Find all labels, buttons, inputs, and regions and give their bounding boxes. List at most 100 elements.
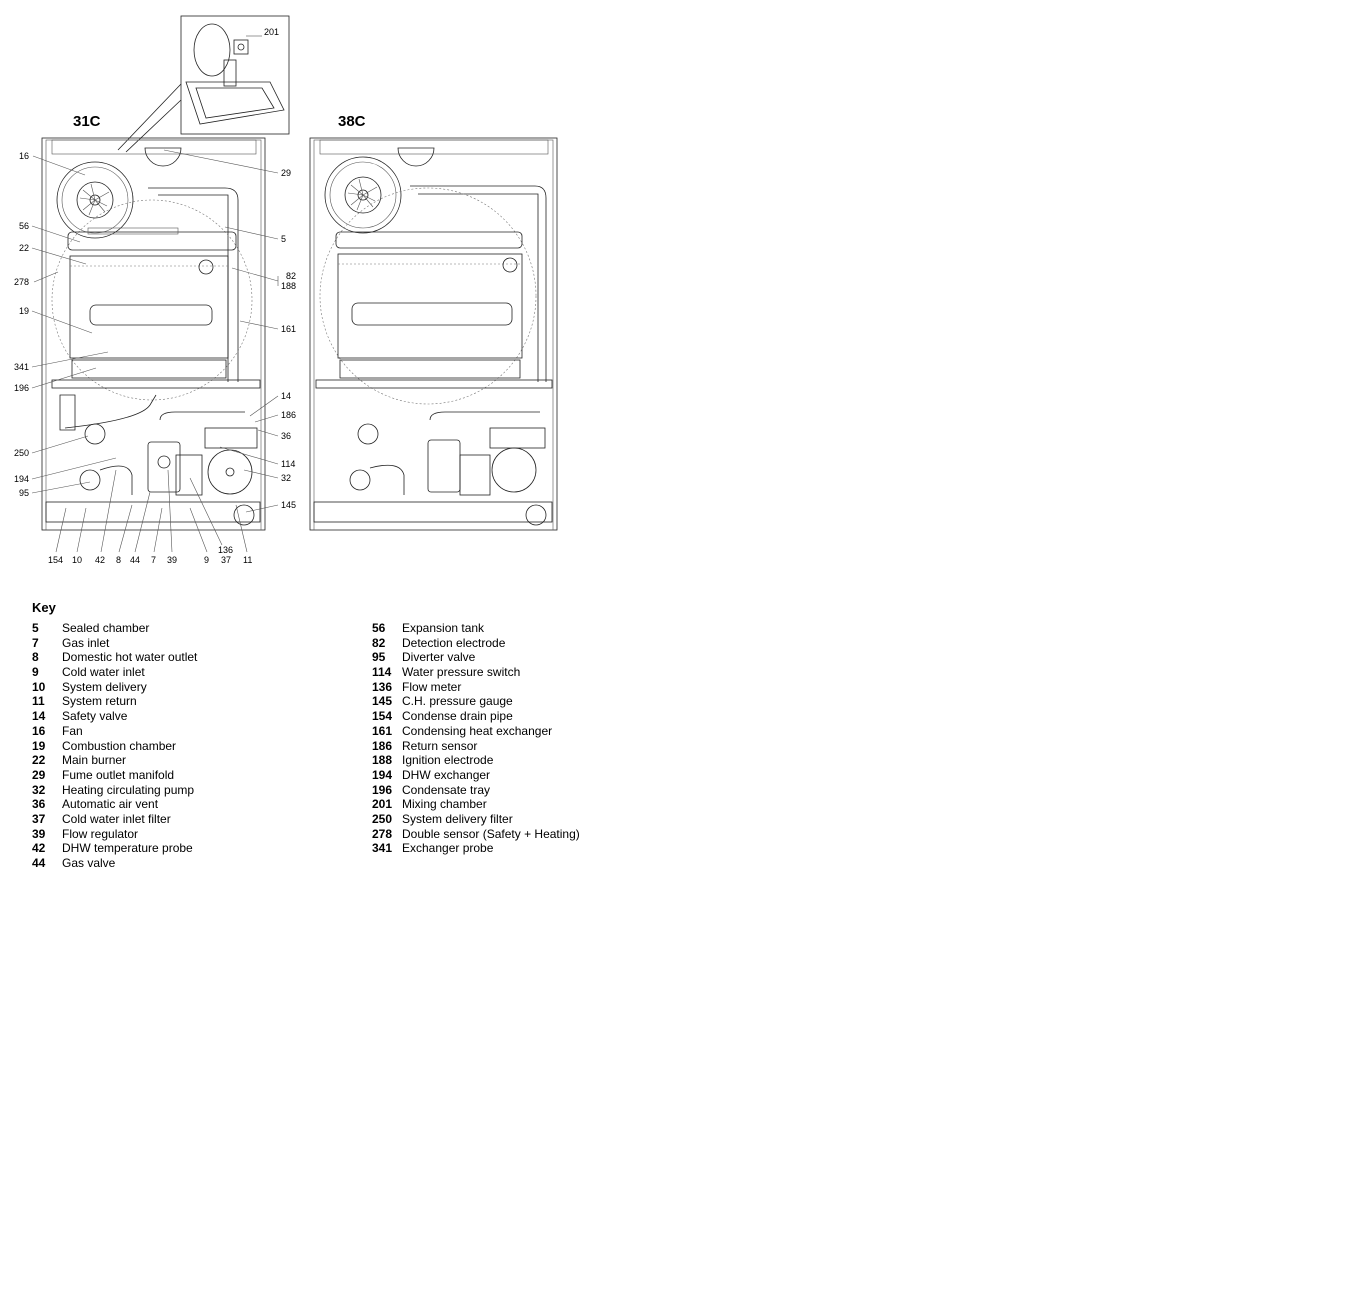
key-number: 114 bbox=[372, 665, 392, 680]
key-number: 9 bbox=[32, 665, 39, 680]
key-number: 188 bbox=[372, 753, 393, 768]
key-item: 161 Condensing heat exchanger bbox=[372, 724, 580, 739]
callout-44: 44 bbox=[130, 555, 140, 565]
key-number: 161 bbox=[372, 723, 393, 738]
callout-5: 5 bbox=[281, 234, 286, 244]
boiler-diagram: 31C 38C 201 bbox=[14, 15, 558, 565]
callout-10: 10 bbox=[72, 555, 82, 565]
callout-32: 32 bbox=[281, 473, 291, 483]
key-label: Condensing heat exchanger bbox=[402, 723, 553, 738]
key-number: 42 bbox=[32, 841, 46, 856]
key-number: 39 bbox=[32, 826, 46, 841]
key-label: Heating circulating pump bbox=[62, 782, 195, 797]
key-item: 7 Gas inlet bbox=[32, 636, 197, 651]
key-item: 44 Gas valve bbox=[32, 856, 197, 871]
callout-196: 196 bbox=[14, 383, 29, 393]
key-label: Main burner bbox=[62, 753, 127, 768]
key-number: 36 bbox=[32, 797, 46, 812]
callout-29: 29 bbox=[281, 168, 291, 178]
callout-56: 56 bbox=[19, 221, 29, 231]
key-title: Key bbox=[32, 600, 56, 615]
callout-154: 154 bbox=[48, 555, 63, 565]
key-number: 16 bbox=[32, 723, 46, 738]
callout-37: 37 bbox=[221, 555, 231, 565]
callouts-bottom: 154 10 42 8 44 7 39 9 136 37 11 bbox=[48, 545, 252, 565]
callout-278: 278 bbox=[14, 277, 29, 287]
key-label: Double sensor (Safety + Heating) bbox=[402, 826, 580, 841]
callout-188: 188 bbox=[281, 281, 296, 291]
key-item: 250 System delivery filter bbox=[372, 812, 580, 827]
callout-36: 36 bbox=[281, 431, 291, 441]
callout-136: 136 bbox=[218, 545, 233, 555]
key-item: 9 Cold water inlet bbox=[32, 665, 197, 680]
key-label: Return sensor bbox=[402, 738, 478, 753]
key-number: 201 bbox=[372, 797, 393, 812]
key-item: 136 Flow meter bbox=[372, 680, 580, 695]
key-label: System return bbox=[62, 694, 137, 709]
key-label: Detection electrode bbox=[402, 635, 506, 650]
key-label: Combustion chamber bbox=[62, 738, 177, 753]
key-number: 7 bbox=[32, 635, 39, 650]
key-item: 11 System return bbox=[32, 694, 197, 709]
callout-9: 9 bbox=[204, 555, 209, 565]
callout-19: 19 bbox=[19, 306, 29, 316]
key-number: 37 bbox=[32, 811, 46, 826]
key-label: Safety valve bbox=[62, 709, 128, 724]
key-number: 278 bbox=[372, 826, 393, 841]
key-label: Fume outlet manifold bbox=[62, 767, 175, 782]
key-label: DHW exchanger bbox=[402, 767, 491, 782]
key-item: 14 Safety valve bbox=[32, 709, 197, 724]
key-number: 10 bbox=[32, 679, 46, 694]
mixing-chamber-inset: 201 bbox=[117, 15, 290, 153]
callout-16: 16 bbox=[19, 151, 29, 161]
callout-82: 82 bbox=[286, 271, 296, 281]
model-title-31c: 31C bbox=[73, 113, 101, 130]
key-item: 114 Water pressure switch bbox=[372, 665, 580, 680]
key-number: 186 bbox=[372, 738, 393, 753]
key-number: 11 bbox=[32, 694, 45, 709]
key-label: System delivery filter bbox=[402, 811, 513, 826]
callout-194: 194 bbox=[14, 474, 29, 484]
key-label: Diverter valve bbox=[402, 650, 476, 665]
key-item: 39 Flow regulator bbox=[32, 827, 197, 842]
boiler-31c-drawing bbox=[31, 137, 279, 553]
key-label: Flow regulator bbox=[62, 826, 139, 841]
callout-161: 161 bbox=[281, 324, 296, 334]
callout-114: 114 bbox=[281, 459, 295, 469]
key-number: 250 bbox=[372, 811, 393, 826]
key-number: 5 bbox=[32, 621, 39, 635]
callouts-left: 16 56 22 278 19 341 196 250 194 95 bbox=[14, 151, 29, 498]
callout-14: 14 bbox=[281, 391, 291, 401]
key-number: 136 bbox=[372, 679, 393, 694]
callout-341: 341 bbox=[14, 362, 29, 372]
key-label: Condensate tray bbox=[402, 782, 491, 797]
key-label: Gas valve bbox=[62, 856, 116, 870]
key-label: Water pressure switch bbox=[402, 665, 521, 680]
key-number: 44 bbox=[32, 856, 46, 870]
callout-145: 145 bbox=[281, 500, 296, 510]
callout-11: 11 bbox=[243, 555, 252, 565]
key-number: 14 bbox=[32, 709, 46, 724]
callout-250: 250 bbox=[14, 448, 29, 458]
callout-95: 95 bbox=[19, 488, 29, 498]
key-item: 278 Double sensor (Safety + Heating) bbox=[372, 827, 580, 842]
key-label: Cold water inlet bbox=[62, 665, 145, 680]
key-label: Fan bbox=[62, 723, 83, 738]
key-number: 154 bbox=[372, 709, 393, 724]
key-label: Flow meter bbox=[402, 679, 462, 694]
key-label: Gas inlet bbox=[62, 635, 110, 650]
callout-22: 22 bbox=[19, 243, 29, 253]
key-label: Automatic air vent bbox=[62, 797, 159, 812]
